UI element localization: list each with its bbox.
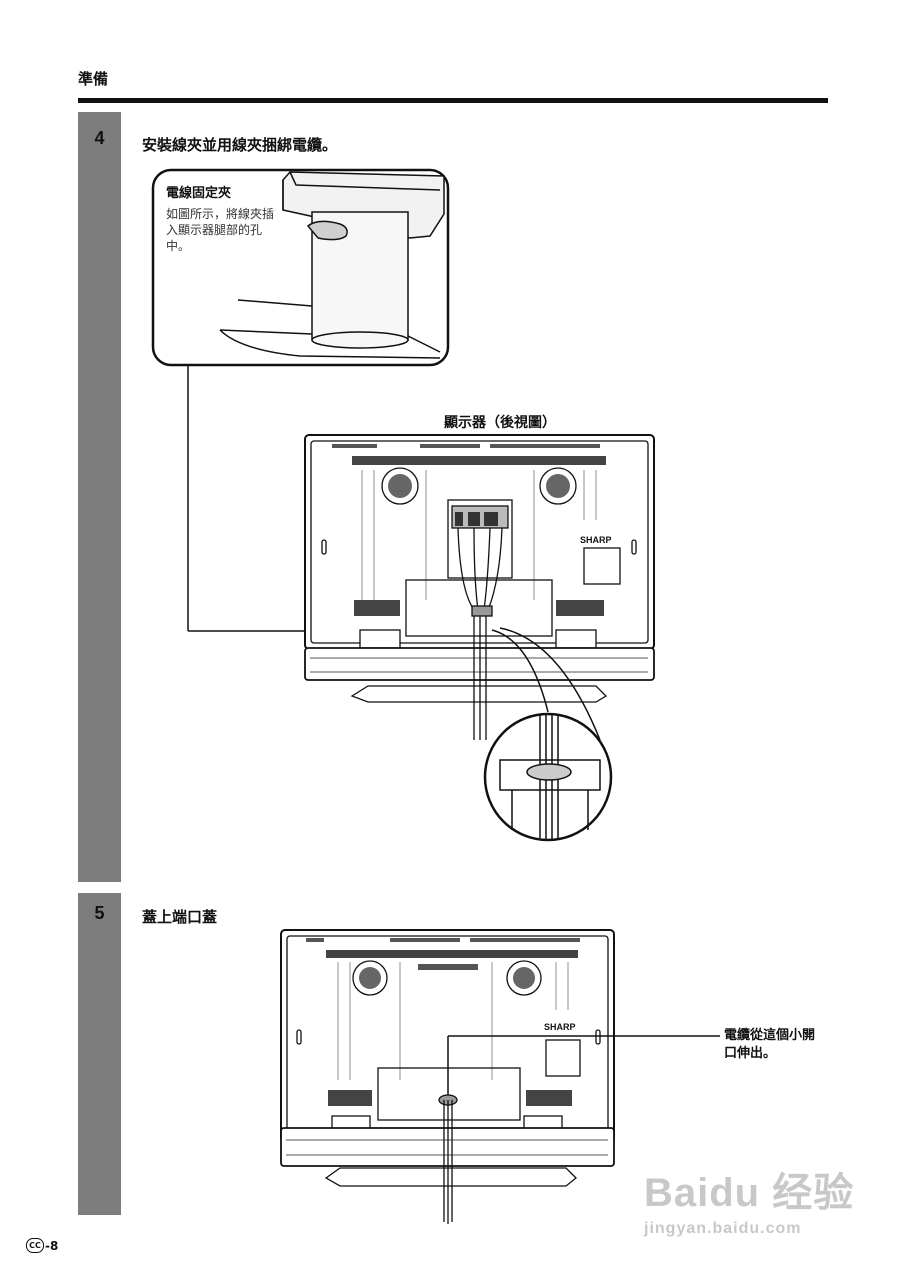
- brand-label-1: SHARP: [580, 535, 612, 545]
- annotation-leader: [447, 1035, 720, 1095]
- cable-bundle-1: [457, 527, 503, 740]
- watermark: Baidu 经验 jingyan.baidu.com: [644, 1160, 854, 1238]
- magnifier-detail: [483, 627, 613, 842]
- cable-bundle-2: [438, 1094, 458, 1224]
- step-5-number: 5: [94, 903, 105, 923]
- callout-title: 電線固定夾: [166, 186, 232, 201]
- step-4-bar: [78, 112, 121, 882]
- cable-opening-annotation: 電纜從這個小開口伸出。: [724, 1028, 816, 1061]
- page-number: CC -8: [26, 1238, 58, 1253]
- page-number-text: -8: [45, 1238, 59, 1253]
- brand-label-2: SHARP: [544, 1022, 576, 1032]
- monitor-rear-view-1: SHARP: [304, 434, 655, 703]
- figure-caption: 顯示器（後視圖）: [444, 415, 556, 431]
- cc-mark-icon: CC: [26, 1238, 44, 1253]
- cable-clip-callout-illustration: [151, 168, 450, 367]
- watermark-brand: Baidu 经验: [644, 1171, 855, 1215]
- step-5-bar: [78, 893, 121, 1215]
- step-4-title: 安裝線夾並用線夾捆綁電纜。: [142, 136, 338, 154]
- step-4-number: 4: [94, 128, 105, 148]
- section-header: 準備: [78, 70, 109, 88]
- step-5-title: 蓋上端口蓋: [142, 908, 218, 926]
- callout-body: 如圖所示，將線夾插入顯示器腿部的孔中。: [166, 207, 275, 253]
- header-rule: [78, 98, 828, 103]
- watermark-url: jingyan.baidu.com: [644, 1220, 802, 1237]
